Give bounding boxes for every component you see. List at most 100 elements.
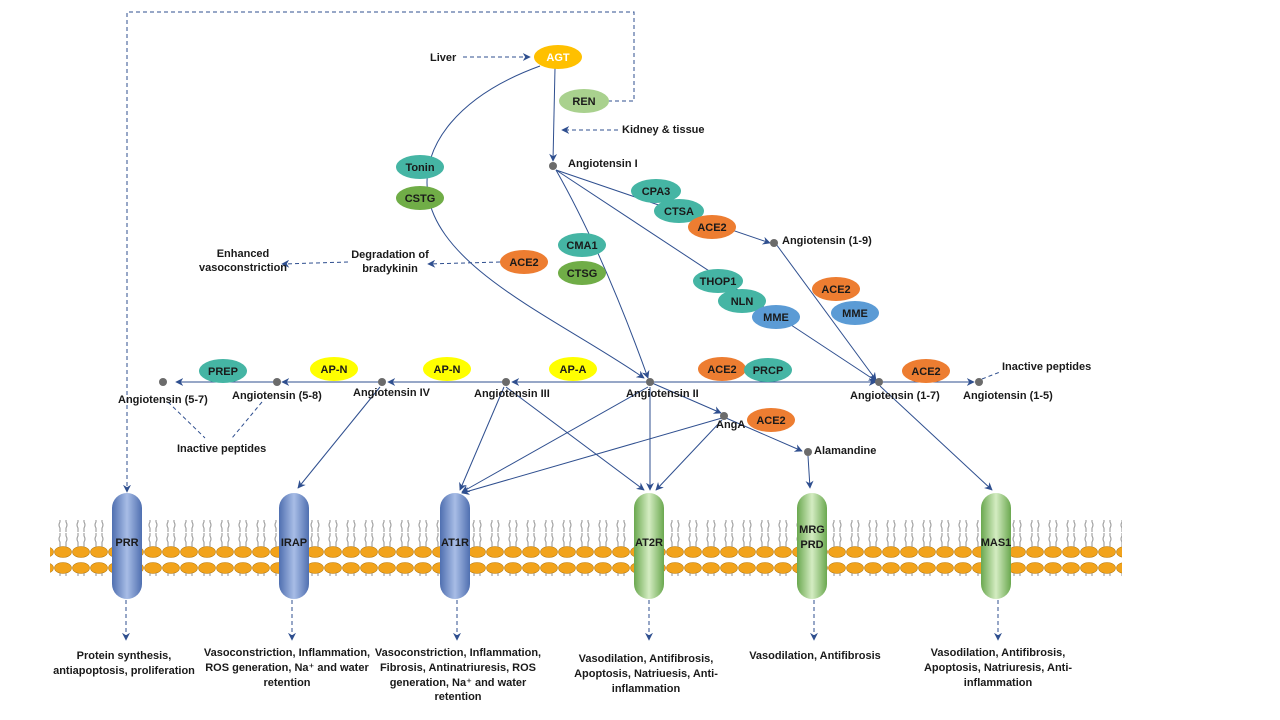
enzyme-ctsg: CTSG <box>558 261 606 285</box>
receptor-at1r: AT1R <box>440 493 470 599</box>
peptide-nodes <box>159 162 983 456</box>
effect-irap-2: ROS generation, Na⁺ and water <box>205 662 369 674</box>
enzyme-prcp: PRCP <box>744 358 792 382</box>
effect-mrgprd-1: Vasodilation, Antifibrosis <box>749 650 881 662</box>
enzyme-apa: AP-A <box>549 357 597 381</box>
svg-text:AP-N: AP-N <box>434 364 461 376</box>
svg-text:CTSA: CTSA <box>664 206 694 218</box>
svg-text:ACE2: ACE2 <box>756 415 785 427</box>
effect-at1r-2: Fibrosis, Antinatriuresis, ROS <box>380 662 536 674</box>
label-alamandine: Alamandine <box>814 445 876 457</box>
effect-prr-2: antiapoptosis, proliferation <box>53 665 195 677</box>
label-kidney: Kidney & tissue <box>622 124 705 136</box>
enzyme-ren: REN <box>559 89 609 113</box>
enzyme-agt: AGT <box>534 45 582 69</box>
enzyme-ace2-c: ACE2 <box>812 277 860 301</box>
effect-prr-1: Protein synthesis, <box>77 650 172 662</box>
label-ang58: Angiotensin (5-8) <box>232 390 322 402</box>
svg-text:ACE2: ACE2 <box>707 364 736 376</box>
svg-text:AP-A: AP-A <box>560 364 587 376</box>
label-ang3: Angiotensin III <box>474 388 550 400</box>
svg-text:ACE2: ACE2 <box>509 257 538 269</box>
enzymes: AGT REN Tonin CSTG CPA3 CTSA ACE2 CMA1 <box>199 45 950 432</box>
effect-at2r-2: Apoptosis, Natriuesis, Anti- <box>574 668 718 680</box>
svg-text:AT1R: AT1R <box>441 537 469 549</box>
enzyme-thop1: THOP1 <box>693 269 743 293</box>
label-anga: AngA <box>716 419 745 431</box>
svg-text:MME: MME <box>763 312 789 324</box>
effect-at1r-4: retention <box>434 691 481 703</box>
label-ang57: Angiotensin (5-7) <box>118 394 208 406</box>
receptor-irap: IRAP <box>279 493 309 599</box>
svg-text:ACE2: ACE2 <box>911 366 940 378</box>
svg-text:REN: REN <box>572 96 595 108</box>
effect-mas1-2: Apoptosis, Natriuresis, Anti- <box>924 662 1072 674</box>
receptor-mas1: MAS1 <box>981 493 1012 599</box>
enzyme-cstg-top: CSTG <box>396 186 444 210</box>
receptor-prr: PRR <box>112 493 142 599</box>
enzyme-ace2-b: ACE2 <box>500 250 548 274</box>
svg-text:PRCP: PRCP <box>753 365 784 377</box>
label-ang17: Angiotensin (1-7) <box>850 390 940 402</box>
enzyme-apn-2: AP-N <box>423 357 471 381</box>
svg-text:CTSG: CTSG <box>567 268 598 280</box>
svg-text:NLN: NLN <box>731 296 754 308</box>
label-ang4: Angiotensin IV <box>353 387 431 399</box>
label-ang15: Angiotensin (1-5) <box>963 390 1053 402</box>
svg-text:MAS1: MAS1 <box>981 537 1012 549</box>
label-ang19: Angiotensin (1-9) <box>782 235 872 247</box>
effect-mas1-1: Vasodilation, Antifibrosis, <box>931 647 1066 659</box>
enzyme-ace2-f: ACE2 <box>747 408 795 432</box>
enzyme-apn-1: AP-N <box>310 357 358 381</box>
svg-text:CSTG: CSTG <box>405 193 436 205</box>
label-inactive-right: Inactive peptides <box>1002 361 1091 373</box>
svg-text:IRAP: IRAP <box>281 537 307 549</box>
effect-irap-3: retention <box>263 677 310 689</box>
svg-text:AP-N: AP-N <box>321 364 348 376</box>
receptor-mrgprd: MRG PRD <box>797 493 827 599</box>
effect-at1r-1: Vasoconstriction, Inflammation, <box>375 647 541 659</box>
enzyme-ace2-d: ACE2 <box>698 357 746 381</box>
svg-text:CPA3: CPA3 <box>642 186 671 198</box>
effect-at1r-3: generation, Na⁺ and water <box>390 677 527 689</box>
label-degradation-1: Degradation of <box>351 249 429 261</box>
enzyme-ctsa: CTSA <box>654 199 704 223</box>
cell-membrane <box>50 520 1122 576</box>
svg-text:AGT: AGT <box>546 52 570 64</box>
enzyme-prep: PREP <box>199 359 247 383</box>
svg-text:AT2R: AT2R <box>635 537 663 549</box>
enzyme-cma1: CMA1 <box>558 233 606 257</box>
label-enhanced-1: Enhanced <box>217 248 270 260</box>
enzyme-ace2-a: ACE2 <box>688 215 736 239</box>
label-degradation-2: bradykinin <box>362 263 418 275</box>
label-liver: Liver <box>430 52 457 64</box>
label-enhanced-2: vasoconstriction <box>199 262 287 274</box>
enzyme-mme-b: MME <box>831 301 879 325</box>
svg-text:PRR: PRR <box>115 537 138 549</box>
labels: Liver Kidney & tissue Angiotensin I Angi… <box>118 52 1091 457</box>
enzyme-cpa3: CPA3 <box>631 179 681 203</box>
enzyme-tonin: Tonin <box>396 155 444 179</box>
label-inactive-left: Inactive peptides <box>177 443 266 455</box>
effect-at2r-1: Vasodilation, Antifibrosis, <box>579 653 714 665</box>
svg-text:MME: MME <box>842 308 868 320</box>
receptors: PRR IRAP AT1R AT2R MRG PRD MAS1 <box>112 493 1011 599</box>
svg-text:PRD: PRD <box>800 539 823 551</box>
label-ang1: Angiotensin I <box>568 158 638 170</box>
effects: Protein synthesis, antiapoptosis, prolif… <box>53 647 1072 703</box>
effect-irap-1: Vasoconstriction, Inflammation, <box>204 647 370 659</box>
effect-mas1-3: inflammation <box>964 677 1033 689</box>
enzyme-mme-a: MME <box>752 305 800 329</box>
label-ang2: Angiotensin II <box>626 388 699 400</box>
effect-at2r-3: inflammation <box>612 683 681 695</box>
enzyme-nln: NLN <box>718 289 766 313</box>
svg-text:MRG: MRG <box>799 524 825 536</box>
svg-text:THOP1: THOP1 <box>700 276 737 288</box>
svg-text:ACE2: ACE2 <box>697 222 726 234</box>
svg-text:CMA1: CMA1 <box>566 240 597 252</box>
svg-text:PREP: PREP <box>208 366 238 378</box>
receptor-at2r: AT2R <box>634 493 664 599</box>
svg-text:ACE2: ACE2 <box>821 284 850 296</box>
enzyme-ace2-e: ACE2 <box>902 359 950 383</box>
